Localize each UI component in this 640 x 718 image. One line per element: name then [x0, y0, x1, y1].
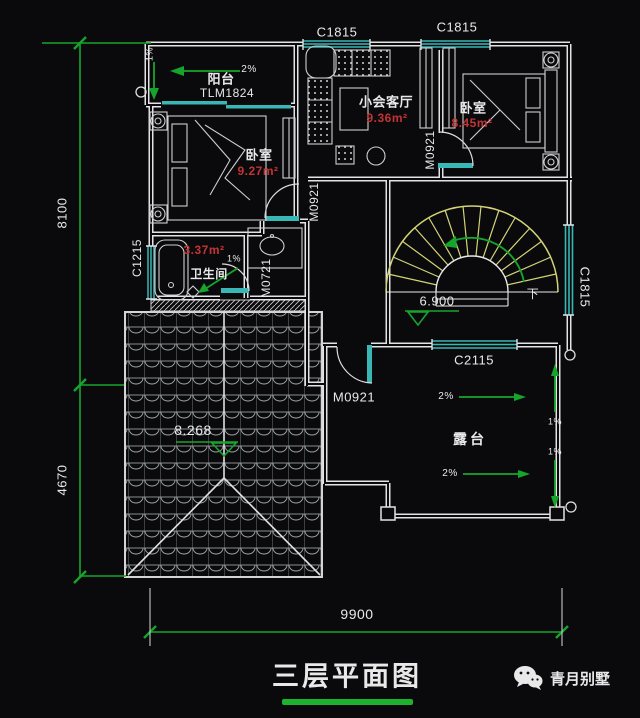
stair-direction-arrow: [449, 236, 525, 283]
room-label-bedroom1: 卧室: [245, 147, 273, 163]
area-label-living: 9.36m²: [366, 111, 408, 125]
door-label-bedroom2-m0921: M0921: [423, 130, 437, 170]
window-c2115-terrace: [431, 339, 518, 350]
bathtub: [154, 239, 189, 301]
dimension-label-4670: 4670: [54, 464, 70, 496]
wechat-icon: [514, 666, 543, 690]
furniture: [149, 45, 560, 301]
title-underline: [282, 699, 413, 705]
round-table: [366, 146, 386, 166]
dimension-label-8100: 8100: [54, 197, 70, 229]
window-c1815-right: [563, 224, 574, 316]
elevation-label-stair: 6.900: [419, 293, 455, 309]
stair-down-label: 下: [526, 287, 540, 301]
watermark: 青月别墅: [513, 665, 610, 691]
door-bathroom-m0721: [221, 263, 250, 293]
dimension-lines: [42, 36, 569, 646]
area-label-bathroom: 3.37m²: [183, 243, 225, 257]
room-label-bathroom: 卫生间: [190, 267, 228, 281]
bed-bedroom2: [462, 51, 560, 171]
spiral-staircase: [385, 205, 559, 307]
windows: [146, 39, 574, 350]
coffee-table: [339, 87, 369, 131]
window-label-c1815-top-right: C1815: [436, 19, 478, 35]
slope-label-terrace-top: 2%: [438, 391, 454, 402]
window-label-c1815-right: C1815: [577, 266, 593, 308]
window-c1815-top-left: [302, 39, 371, 50]
slope-label-balcony-h: 2%: [241, 64, 257, 75]
bed-bedroom1: [149, 111, 296, 224]
terrace-post: [549, 506, 565, 521]
roof-hatch-band: [150, 299, 308, 312]
sliding-door-tlm1824: [161, 100, 291, 110]
tiled-roof: [124, 299, 323, 578]
page-title: 三层平面图: [272, 661, 422, 692]
window-label-c1815-top-left: C1815: [316, 24, 358, 40]
window-c1815-top-right: [420, 39, 491, 50]
door-label-terrace-m0921: M0921: [332, 389, 376, 405]
slope-label-terrace-right-lower: 1%: [547, 446, 563, 457]
slope-arrows: [149, 62, 559, 508]
slope-label-terrace-bottom: 2%: [442, 468, 458, 479]
slope-label-terrace-right-upper: 1%: [547, 416, 563, 427]
sofa-living: [305, 45, 391, 166]
door-terrace-m0921: [336, 345, 373, 384]
wash-basin: [247, 227, 303, 269]
door-label-tlm1824: TLM1824: [199, 86, 255, 100]
floor-drain: [186, 285, 200, 299]
room-label-living: 小会客厅: [358, 94, 414, 110]
room-label-bedroom2: 卧室: [459, 100, 487, 116]
elevation-markers: [176, 310, 459, 458]
room-label-terrace: 露台: [453, 431, 487, 447]
reference-circles: [135, 86, 577, 513]
wardrobes: [419, 47, 456, 129]
terrace-post: [380, 506, 396, 521]
dimension-label-9900: 9900: [340, 606, 374, 622]
slope-label-bathroom: 1%: [226, 253, 242, 264]
area-label-bedroom2: 8.45m²: [451, 116, 493, 130]
window-label-c1215: C1215: [130, 239, 144, 277]
area-label-bedroom1: 9.27m²: [237, 164, 279, 178]
window-label-c2115: C2115: [454, 352, 494, 368]
door-label-bathroom-m0721: M0721: [259, 258, 273, 298]
door-bedroom2-m0921: [438, 131, 474, 168]
elevation-label-roof: 8.268: [174, 422, 212, 438]
room-label-balcony: 阳台: [207, 71, 235, 87]
watermark-text: 青月别墅: [550, 670, 611, 688]
stool: [335, 145, 355, 165]
window-c1215-bathroom: [146, 245, 157, 300]
slope-label-balcony-v: 1%: [144, 46, 155, 62]
door-label-bedroom1-m0921: M0921: [307, 182, 321, 222]
